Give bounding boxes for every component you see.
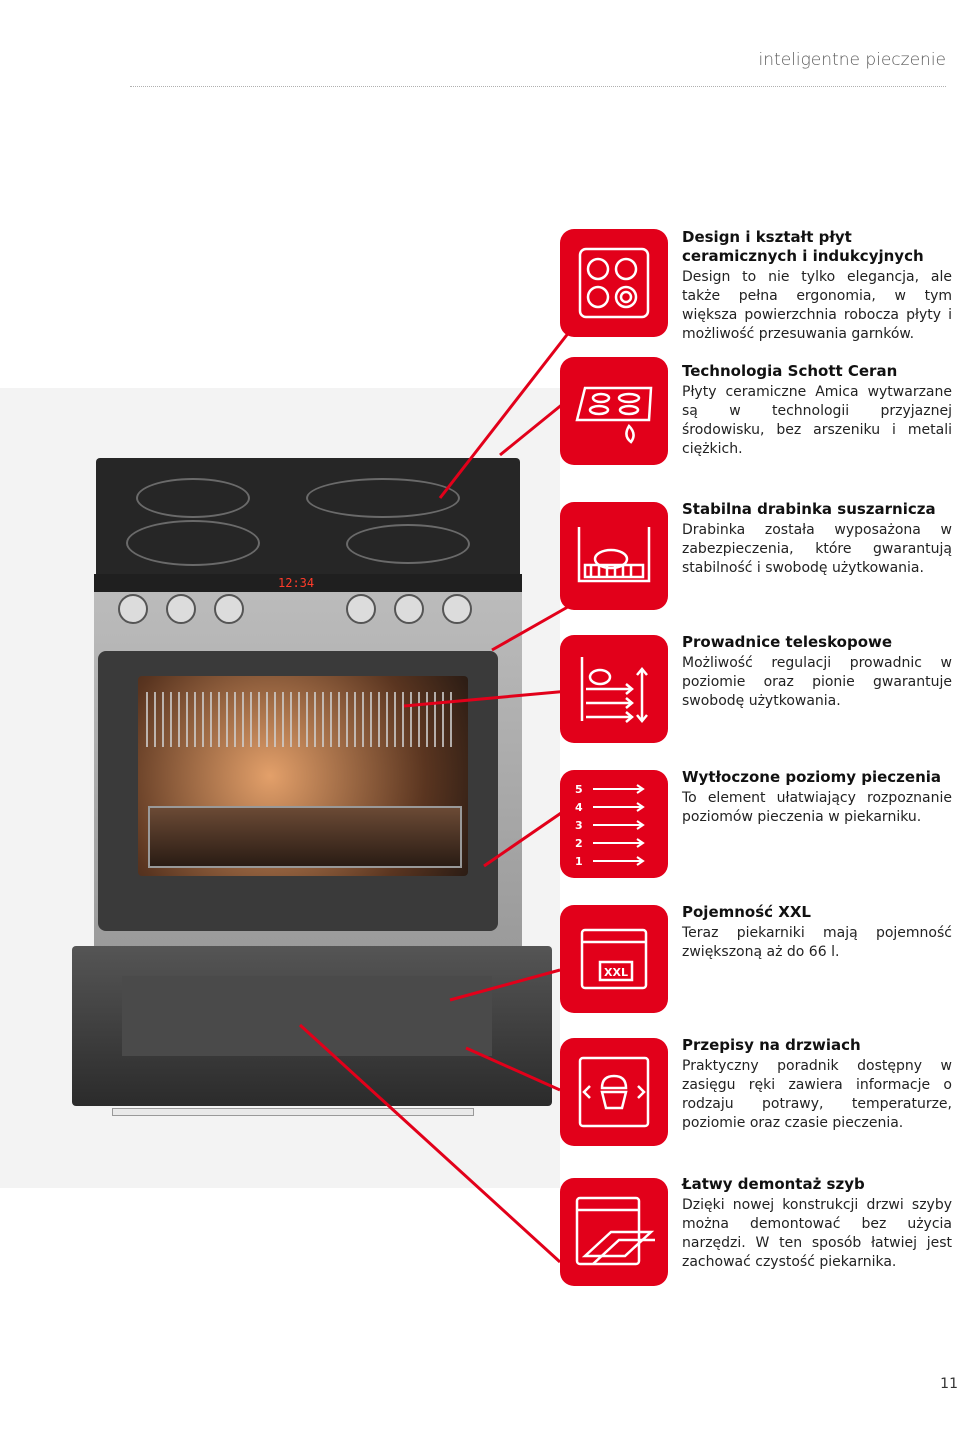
- door-glass-removal-icon: [560, 1178, 668, 1286]
- stove-image: 12:34: [56, 446, 556, 1146]
- feature-door-recipes: Przepisy na drzwiach Praktyczny poradnik…: [682, 1036, 952, 1133]
- feature-stable-rack: Stabilna drabinka suszarnicza Drabinka z…: [682, 500, 952, 578]
- feature-title: Technologia Schott Ceran: [682, 362, 898, 380]
- control-panel-strip: [94, 574, 522, 592]
- feature-schott-ceran: Technologia Schott Ceran Płyty ceramiczn…: [682, 362, 952, 459]
- knob: [214, 594, 244, 624]
- feature-baking-levels: Wytłoczone poziomy pieczenia To element …: [682, 768, 952, 827]
- xxl-oven-icon: XXL: [560, 905, 668, 1013]
- baking-tray: [148, 806, 462, 868]
- feature-title: Wytłoczone poziomy pieczenia: [682, 768, 942, 786]
- cooking-zone: [136, 478, 250, 518]
- feature-telescopic-rails: Prowadnice teleskopowe Możliwość regulac…: [682, 633, 952, 711]
- oven-rack-icon: [560, 502, 668, 610]
- feature-text: Teraz piekarniki mają pojemność zwiększo…: [682, 925, 952, 960]
- cooking-zone: [306, 478, 460, 518]
- oven-rack: [146, 692, 456, 747]
- level-label: 3: [575, 819, 583, 832]
- feature-text: Praktyczny poradnik dostępny w zasięgu r…: [682, 1058, 952, 1131]
- level-label: 2: [575, 837, 583, 850]
- recipe-cake-icon: [560, 1038, 668, 1146]
- telescopic-rails-icon: [560, 635, 668, 743]
- ceramic-hob: [96, 458, 520, 574]
- feature-hob-design: Design i kształt płyt ceramicznych i ind…: [682, 228, 952, 344]
- cooking-zone: [126, 520, 260, 566]
- feature-title: Prowadnice teleskopowe: [682, 633, 893, 651]
- door-glass: [122, 976, 492, 1056]
- knob: [394, 594, 424, 624]
- schott-ceran-icon: [560, 357, 668, 465]
- feature-text: Płyty ceramiczne Amica wytwarzane są w t…: [682, 384, 952, 457]
- level-label: 5: [575, 783, 583, 796]
- feature-text: To element ułatwiający rozpoznanie pozio…: [682, 790, 952, 825]
- feature-title: Stabilna drabinka suszarnicza: [682, 500, 936, 518]
- hob-zones-icon: [560, 229, 668, 337]
- door-handle: [112, 1108, 474, 1116]
- section-title: inteligentne pieczenie: [758, 50, 946, 70]
- feature-text: Drabinka została wyposażona w zabezpiecz…: [682, 522, 952, 576]
- schott-ceran-label: SCHOTT CERAN: [584, 446, 663, 456]
- feature-title: Przepisy na drzwiach: [682, 1036, 861, 1054]
- feature-text: Dzięki nowej konstrukcji drzwi szyby moż…: [682, 1197, 952, 1270]
- feature-title: Łatwy demontaż szyb: [682, 1175, 865, 1193]
- knob: [346, 594, 376, 624]
- page-number: 11: [940, 1376, 958, 1392]
- level-label: 1: [575, 855, 583, 868]
- feature-title: Design i kształt płyt ceramicznych i ind…: [682, 228, 924, 265]
- feature-text: Design to nie tylko elegancja, ale także…: [682, 269, 952, 342]
- cooking-zone: [346, 524, 470, 564]
- feature-title: Pojemność XXL: [682, 903, 811, 921]
- clock-display: 12:34: [278, 576, 315, 590]
- xxl-label: XXL: [604, 966, 628, 979]
- level-label: 4: [575, 801, 583, 814]
- header-divider: [130, 86, 946, 87]
- knob: [166, 594, 196, 624]
- feature-xxl-capacity: Pojemność XXL Teraz piekarniki mają poje…: [682, 903, 952, 962]
- baking-levels-icon: 5 4 3 2 1: [560, 770, 668, 878]
- feature-text: Możliwość regulacji prowadnic w poziomie…: [682, 655, 952, 709]
- feature-glass-removal: Łatwy demontaż szyb Dzięki nowej konstru…: [682, 1175, 952, 1272]
- knob: [442, 594, 472, 624]
- knob: [118, 594, 148, 624]
